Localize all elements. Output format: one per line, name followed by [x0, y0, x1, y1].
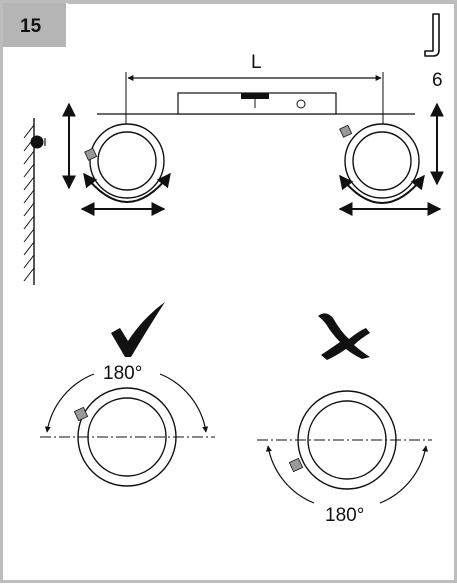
- angle-label: 180°: [325, 505, 364, 526]
- check-mark-icon: [111, 302, 165, 357]
- step-number: 15: [20, 16, 42, 37]
- hex-key-icon: 6: [424, 13, 443, 91]
- level-bubble: [241, 93, 269, 99]
- eye-marker-icon: [30, 135, 46, 149]
- angle-arc: [379, 445, 429, 504]
- spirit-level: [97, 92, 415, 115]
- step-badge: 15: [3, 3, 66, 47]
- set-screw-icon: [288, 457, 304, 473]
- set-screw-icon: [84, 147, 98, 161]
- angle-arc: [44, 373, 95, 433]
- angle-arc: [265, 445, 315, 504]
- hex-key-size: 6: [432, 70, 443, 91]
- dimension-label: L: [251, 52, 262, 73]
- angle-arc: [159, 373, 209, 433]
- cross-mark-icon: [318, 313, 370, 360]
- set-screw-icon: [339, 124, 353, 138]
- angle-label: 180°: [103, 363, 142, 384]
- set-screw-icon: [73, 406, 89, 422]
- correct-example: 180°: [40, 363, 215, 487]
- incorrect-example: 180°: [257, 390, 432, 526]
